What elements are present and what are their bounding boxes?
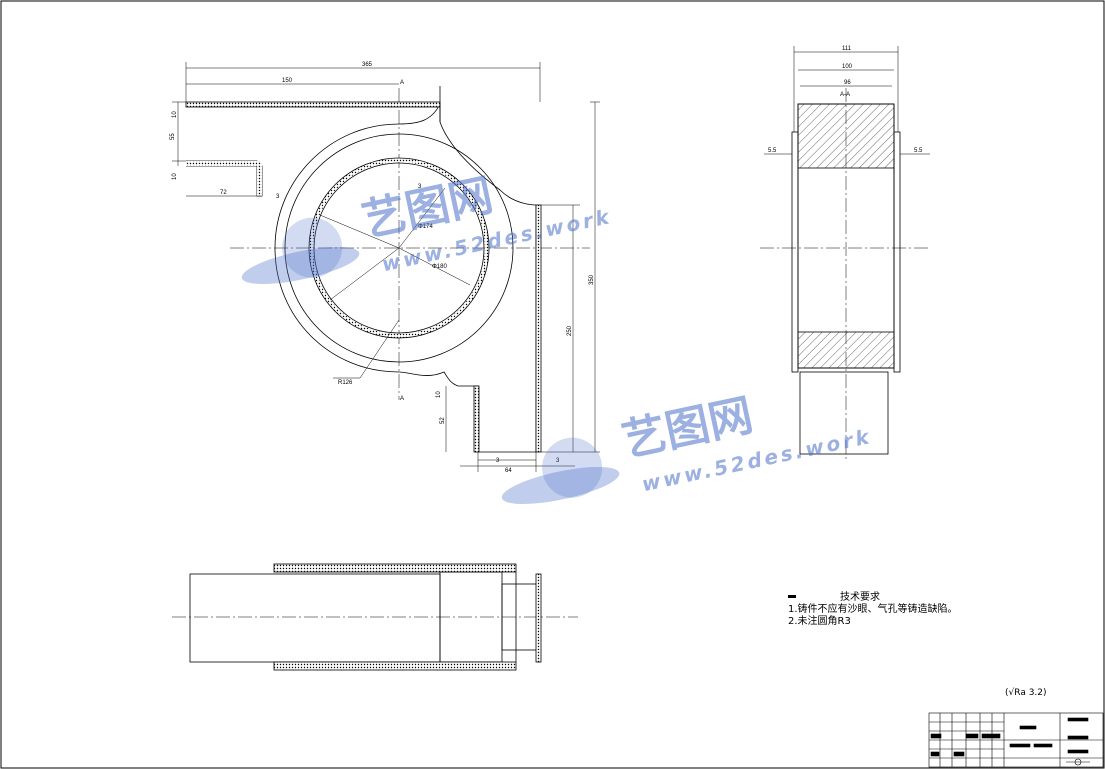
dim-left-h3: 10 <box>172 173 178 180</box>
volute-outer <box>274 103 537 453</box>
title-block <box>928 712 1104 768</box>
dim-side-right: 5.5 <box>914 148 923 154</box>
dim-thk-left: 3 <box>276 194 280 200</box>
notes-mark <box>788 594 796 598</box>
outlet-wall <box>535 204 542 453</box>
watermark-2: 艺图网 www.52des.work <box>501 390 874 505</box>
roughness-value: Ra 3.2 <box>1014 688 1044 698</box>
dim-left-h2: 55 <box>170 133 176 140</box>
dim-side-w3: 96 <box>844 80 851 86</box>
notes-line-2: 2.未注圆角R3 <box>788 616 851 627</box>
notes-title-row: 技术要求 <box>788 592 958 604</box>
dim-side-w1: 111 <box>842 46 852 52</box>
roughness-icon: √ <box>1008 688 1015 698</box>
dim-outlet-h: 52 <box>440 417 446 424</box>
section-mark-bottom: A <box>400 396 404 402</box>
section-mark-top: A <box>400 80 404 86</box>
dim-flange-len: 72 <box>220 190 227 196</box>
dim-side-w2: 100 <box>842 64 853 70</box>
dim-total-height: 350 <box>589 274 595 285</box>
front-view-dims: 365 150 A A 10 55 10 72 3 R126 Φ180 Φ174… <box>170 62 595 474</box>
surface-roughness: (√Ra 3.2) <box>1005 688 1047 698</box>
dim-inlet-width: 150 <box>282 78 293 84</box>
technical-requirements: 技术要求 1.铸件不应有沙眼、气孔等铸造缺陷。 2.未注圆角R3 <box>788 592 958 628</box>
notes-title: 技术要求 <box>840 592 880 603</box>
dim-outlet-hsmall: 10 <box>436 391 442 398</box>
bottom-view <box>172 563 578 671</box>
notes-line-1: 1.铸件不应有沙眼、气孔等铸造缺陷。 <box>788 604 958 615</box>
dim-thk-ring: 3 <box>418 184 422 190</box>
dim-right-height: 250 <box>567 325 573 336</box>
dim-bottom-b: 3 <box>556 458 560 464</box>
side-view-dims: 111 100 96 A-A 5.5 5.5 <box>768 46 923 154</box>
dim-overall-width: 365 <box>362 62 373 68</box>
dim-dia-inner: Φ180 <box>432 264 447 270</box>
dim-radius-outer: R126 <box>338 380 353 386</box>
watermark-1: 艺图网 www.52des.work <box>241 170 614 285</box>
casing-ring <box>284 133 514 363</box>
dim-side-left: 5.5 <box>768 148 777 154</box>
section-label-aa: A-A <box>840 92 850 98</box>
inlet-duct-top <box>185 101 441 108</box>
side-view <box>760 46 930 462</box>
dim-bottom-w: 64 <box>505 468 512 474</box>
dim-left-h1: 10 <box>172 111 178 118</box>
dim-bottom-a: 3 <box>496 458 500 464</box>
dim-dia-mid: Φ174 <box>418 224 433 230</box>
front-view <box>172 62 600 472</box>
impeller-ring-outer <box>309 158 489 338</box>
